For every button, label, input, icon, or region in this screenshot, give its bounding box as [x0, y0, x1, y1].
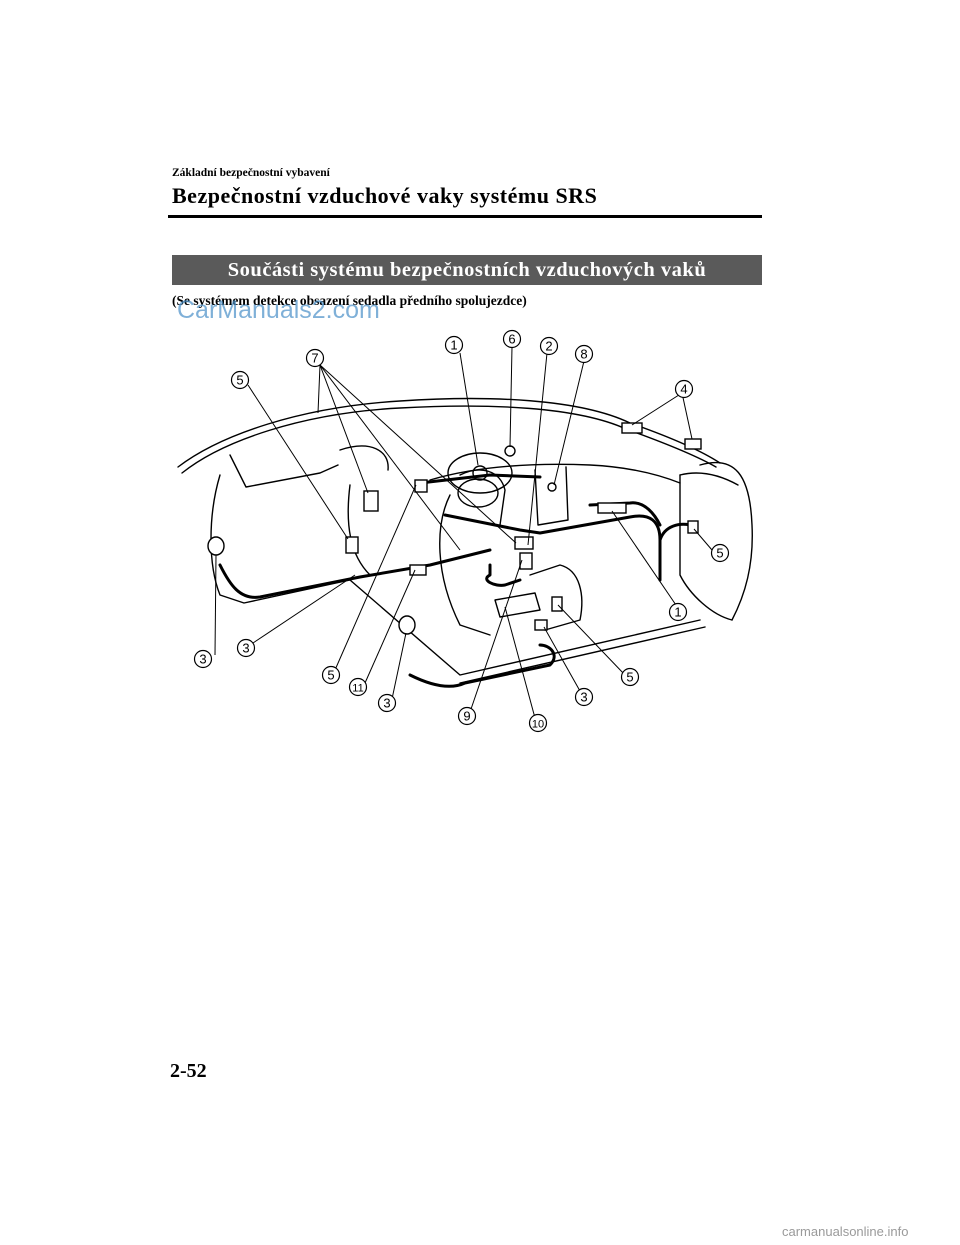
callout-8: 8: [574, 344, 594, 364]
callout-2: 2: [539, 336, 559, 356]
callout-7: 7: [305, 348, 325, 368]
callout-1-right: 1: [668, 602, 688, 622]
callout-labels: 1 6 2 8 7 5 4 5 1 3 3 5 11 3 9 10 3 5: [193, 329, 730, 733]
callout-label: 5: [236, 373, 243, 388]
callout-10: 10: [528, 713, 548, 733]
section-label: Základní bezpečnostní vybavení: [172, 167, 330, 179]
callout-9: 9: [457, 706, 477, 726]
callout-label: 6: [508, 332, 515, 347]
callout-5-upper-left: 5: [230, 370, 250, 390]
leader-lines: [214, 346, 713, 719]
callout-4: 4: [674, 379, 694, 399]
callout-11: 11: [348, 677, 368, 697]
watermark: CarManuals2.com: [177, 296, 380, 324]
callout-label: 8: [580, 347, 587, 362]
callout-label: 7: [311, 351, 318, 366]
callout-label: 3: [580, 690, 587, 705]
callout-3-right: 3: [574, 687, 594, 707]
footer-brand: carmanualsonline.info: [782, 1224, 909, 1239]
callout-1-top: 1: [444, 335, 464, 355]
callout-label: 9: [463, 709, 470, 724]
callout-label: 2: [545, 339, 552, 354]
airbag-modules: [207, 422, 702, 635]
callout-3-left: 3: [236, 638, 256, 658]
callout-5-bottom: 5: [321, 665, 341, 685]
diagram-caption: (Se systémem detekce obsazení sedadla př…: [172, 293, 527, 308]
callout-label: 3: [383, 696, 390, 711]
callout-label: 3: [199, 652, 206, 667]
callout-3-bottom: 3: [377, 693, 397, 713]
title-rule: [168, 215, 762, 218]
callout-label: 11: [352, 683, 363, 695]
callout-label: 1: [450, 338, 457, 353]
callout-5-right: 5: [710, 543, 730, 563]
section-banner: Součásti systému bezpečnostních vzduchov…: [172, 255, 762, 285]
airbag-components-diagram: 1 6 2 8 7 5 4 5 1 3 3 5 11 3 9 10 3 5: [177, 329, 753, 733]
callout-3-far-left: 3: [193, 649, 213, 669]
callout-label: 5: [626, 670, 633, 685]
callout-label: 3: [242, 641, 249, 656]
page-number: 2-52: [170, 1060, 207, 1082]
callout-label: 1: [674, 605, 681, 620]
callout-label: 5: [327, 668, 334, 683]
callout-label: 5: [716, 546, 723, 561]
callout-label: 10: [532, 719, 544, 731]
callout-label: 4: [680, 382, 687, 397]
car-body-outline: [177, 397, 753, 684]
callout-6: 6: [502, 329, 522, 349]
page-title: Bezpečnostní vzduchové vaky systému SRS: [172, 183, 598, 208]
callout-5-lower-right: 5: [620, 667, 640, 687]
